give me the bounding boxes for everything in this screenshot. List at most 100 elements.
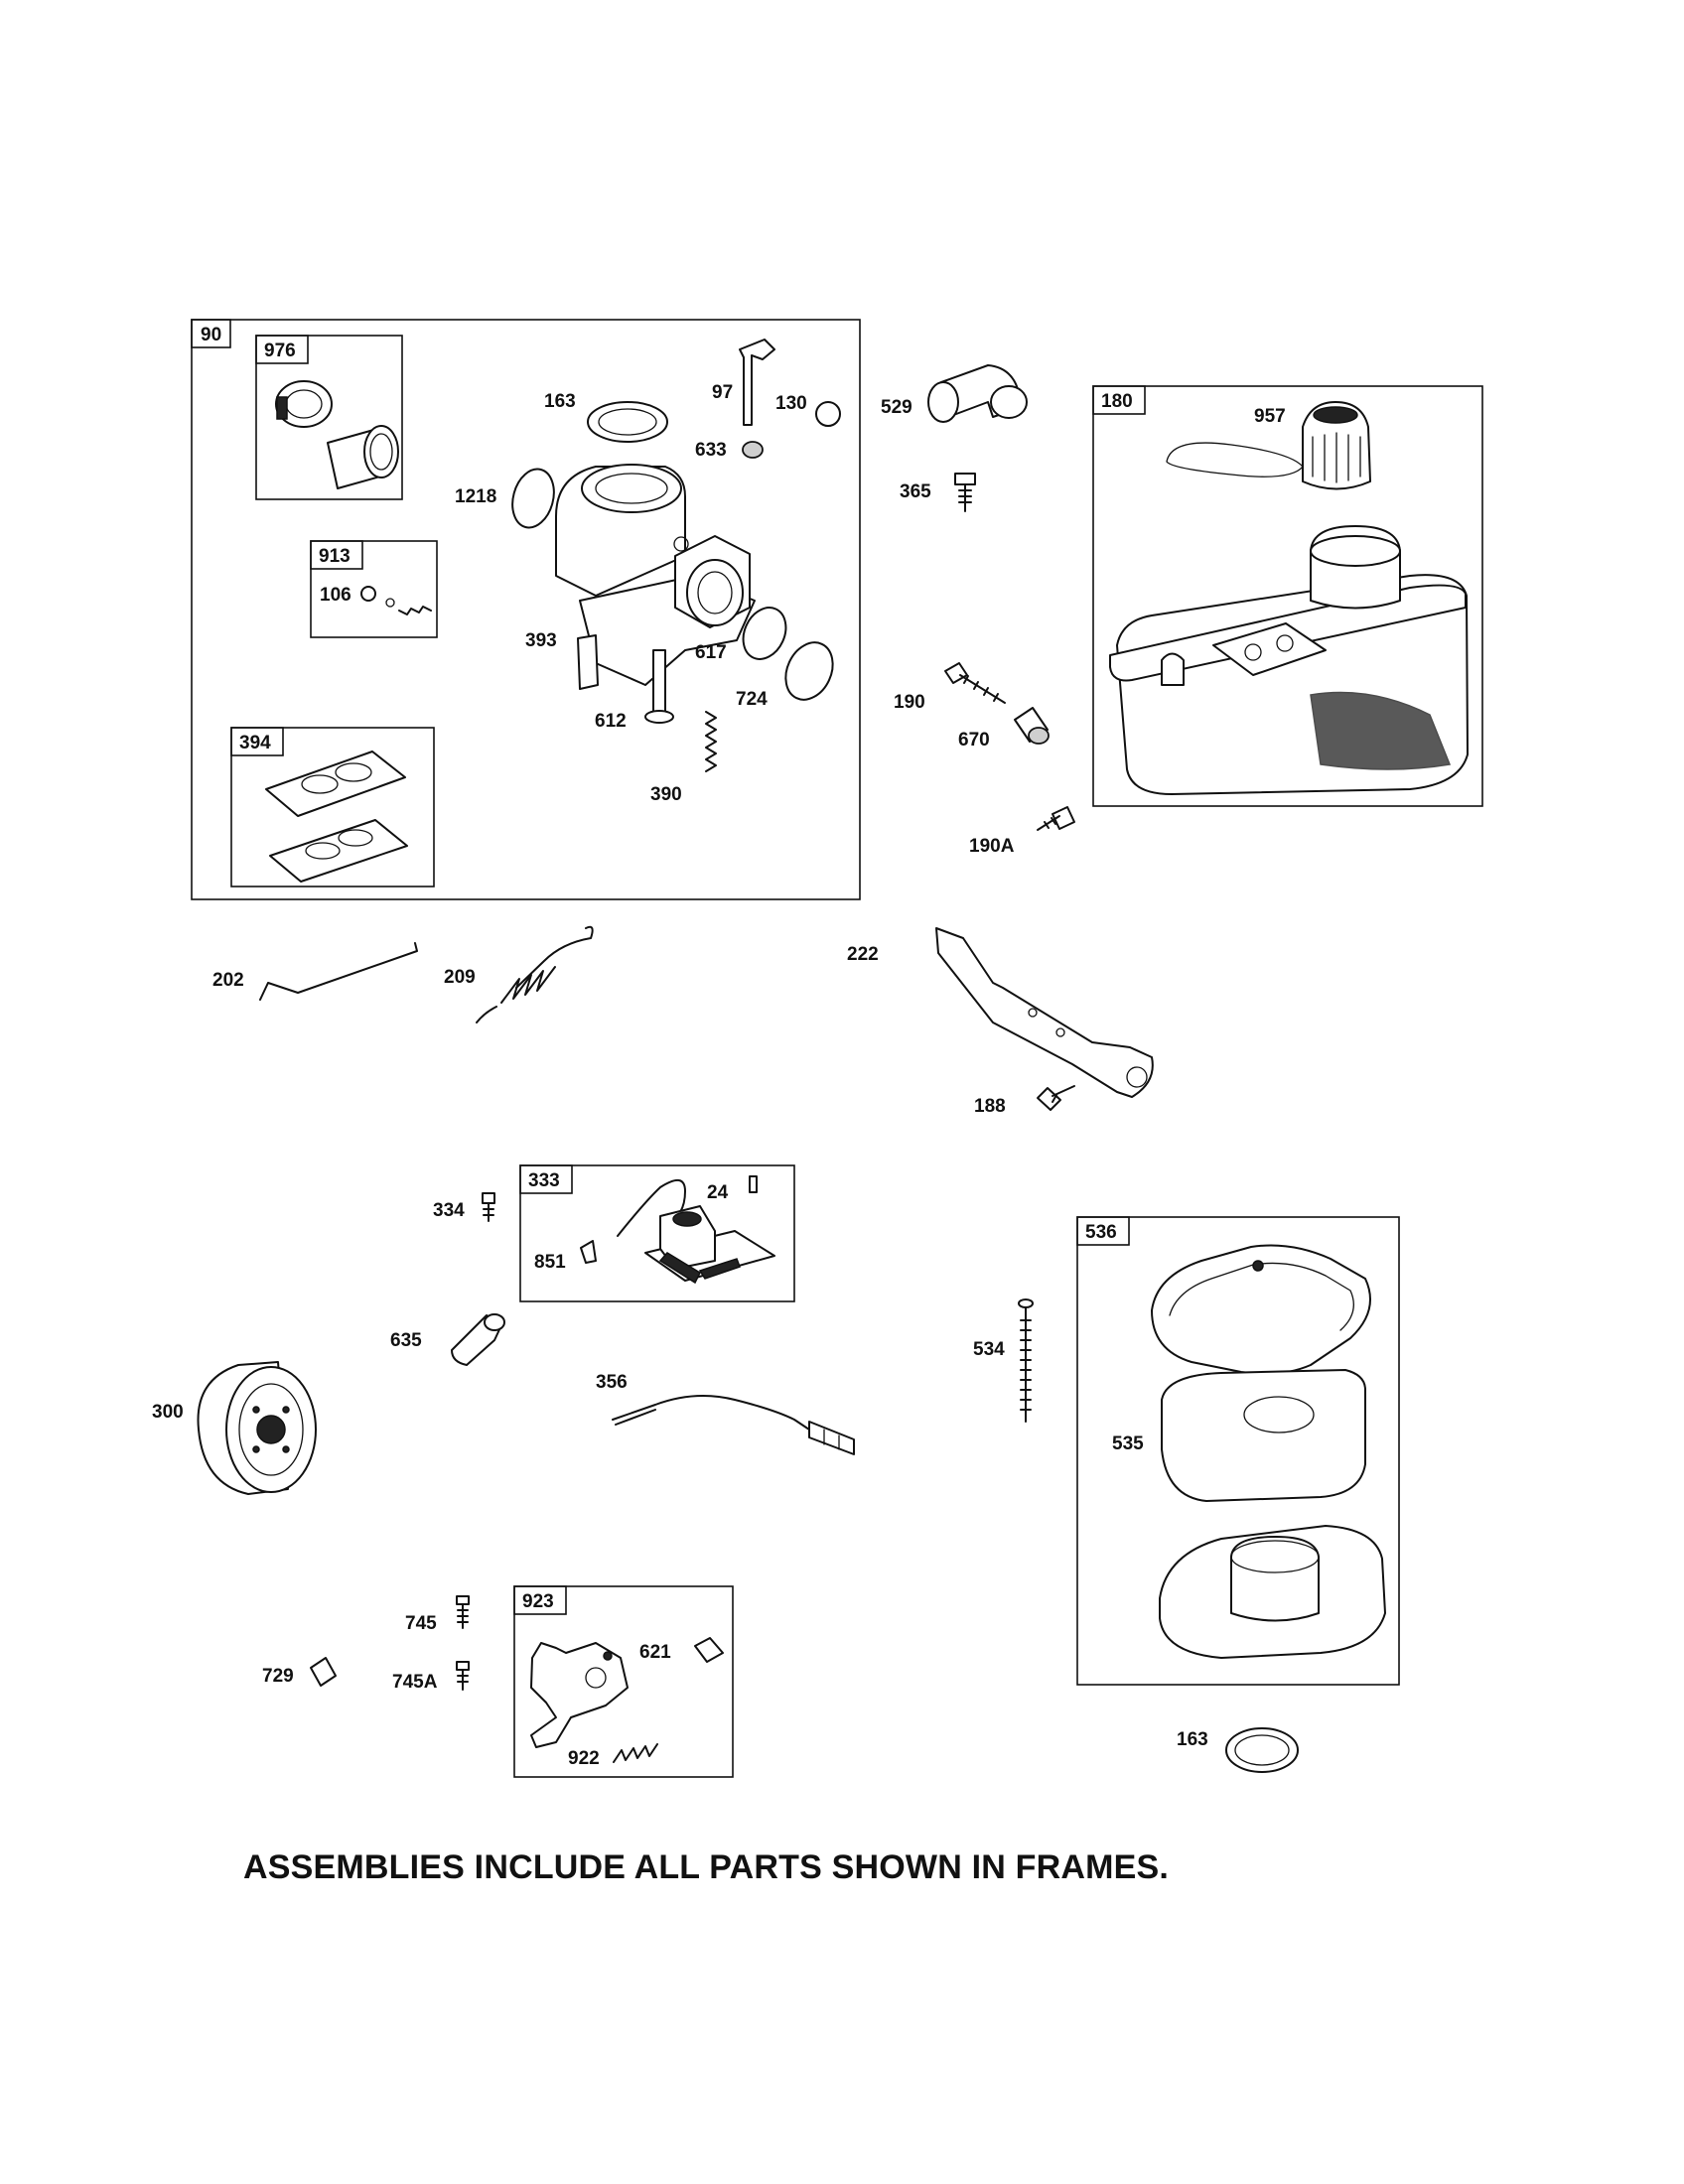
frame-394-border [230, 727, 435, 887]
part-label-106: 106 [320, 585, 351, 606]
governor-spring-209-graphic [476, 925, 594, 1024]
gasket-163-lower-graphic [1225, 1727, 1299, 1773]
frame-923-border [513, 1585, 734, 1778]
frame-976-label: 976 [264, 341, 296, 361]
frame-333: 333 24 851 [519, 1164, 795, 1302]
air-filter-base-graphic [1159, 1525, 1386, 1659]
part-label-393: 393 [525, 630, 557, 651]
frame-976-tab [255, 335, 309, 364]
frame-536-tab [1076, 1216, 1130, 1246]
needle-valve-graphic [360, 586, 376, 602]
part-label-617: 617 [695, 642, 727, 663]
frame-394-label: 394 [239, 733, 271, 753]
part-label-24: 24 [707, 1182, 729, 1203]
elbow-529-graphic [927, 364, 1028, 423]
part-label-188: 188 [974, 1096, 1006, 1117]
fuel-cap-957-graphic [1166, 401, 1371, 490]
part-label-163-lower: 163 [1177, 1729, 1208, 1750]
frame-913-border [310, 540, 438, 638]
part-label-670: 670 [958, 730, 990, 751]
part-label-97: 97 [712, 382, 733, 403]
assembly-note-text: ASSEMBLIES INCLUDE ALL PARTS SHOWN IN FR… [243, 1848, 1170, 1886]
frame-536-border [1076, 1216, 1400, 1686]
filter-element-535-graphic [1161, 1369, 1366, 1502]
throttle-shaft-97-graphic [739, 339, 775, 426]
part-label-621: 621 [639, 1642, 671, 1663]
o-ring-724-graphic [784, 641, 834, 701]
frame-90-border [191, 319, 861, 900]
frame-333-border [519, 1164, 795, 1302]
gasket-163-graphic [587, 401, 668, 443]
frame-923-tab [513, 1585, 567, 1615]
frame-913-tab [310, 540, 363, 570]
part-label-635: 635 [390, 1330, 422, 1351]
part-label-390: 390 [650, 784, 682, 805]
spring-graphic [398, 606, 432, 615]
part-label-957: 957 [1254, 406, 1286, 427]
wire-356-graphic [612, 1395, 855, 1455]
seal-633-graphic [742, 441, 764, 459]
frame-536: 536 [1076, 1216, 1400, 1686]
control-plate-graphic [530, 1642, 629, 1748]
part-label-612: 612 [595, 711, 627, 732]
part-label-922: 922 [568, 1748, 600, 1769]
diaphragm-gasket-graphic [265, 751, 408, 883]
float-393-graphic [577, 634, 599, 690]
part-label-724: 724 [736, 689, 768, 710]
frame-536-label: 536 [1085, 1222, 1117, 1243]
armature-coil-graphic [617, 1179, 775, 1285]
gasket-163-inner [598, 408, 657, 436]
part-label-729: 729 [262, 1666, 294, 1687]
part-label-534: 534 [973, 1339, 1005, 1360]
frame-913-label: 913 [319, 546, 351, 567]
carburetor-body-graphic [555, 464, 756, 724]
nozzle-635-graphic [451, 1313, 505, 1366]
screw-188-graphic [1037, 1085, 1075, 1111]
part-label-300: 300 [152, 1402, 184, 1423]
frame-923-label: 923 [522, 1591, 554, 1612]
part-label-365: 365 [900, 481, 931, 502]
screw-334-graphic [482, 1192, 495, 1222]
frame-976: 976 [255, 335, 403, 500]
governor-link-202-graphic [259, 942, 418, 1001]
part-label-745A: 745A [392, 1672, 438, 1693]
part-label-190A: 190A [969, 836, 1015, 857]
throttle-valve-130-graphic [815, 401, 841, 427]
frame-976-border [255, 335, 403, 500]
frame-90-label: 90 [201, 325, 221, 345]
part-label-633: 633 [695, 440, 727, 461]
bolt-190-graphic [944, 662, 1006, 704]
frame-394: 394 [230, 727, 435, 887]
part-label-190: 190 [894, 692, 925, 713]
screw-745A-graphic [456, 1661, 470, 1691]
screw-365-graphic [954, 473, 976, 512]
frame-333-tab [519, 1164, 573, 1194]
screw-745-graphic [456, 1595, 470, 1629]
part-label-745: 745 [405, 1613, 437, 1634]
spacer-670-graphic [1014, 707, 1050, 745]
part-label-222: 222 [847, 944, 879, 965]
frame-90-tab [191, 319, 231, 348]
spring-390-graphic [705, 711, 717, 772]
frame-180-label: 180 [1101, 391, 1133, 412]
part-label-209: 209 [444, 967, 476, 988]
part-label-130: 130 [775, 393, 807, 414]
screw-190A-graphic [1037, 806, 1075, 831]
frame-913: 913 106 [310, 540, 438, 638]
part-label-334: 334 [433, 1200, 465, 1221]
frame-180-tab [1092, 385, 1146, 415]
fuel-tank-graphic [1109, 525, 1469, 795]
bracket-222-graphic [935, 927, 1154, 1098]
part-label-529: 529 [881, 397, 912, 418]
pin-24-graphic [749, 1175, 758, 1193]
o-ring-1218-graphic [511, 468, 555, 529]
clip-621-graphic [694, 1637, 724, 1663]
frame-394-tab [230, 727, 284, 756]
o-ring-617-graphic [742, 607, 787, 660]
choke-shaft-seal-graphic [275, 380, 399, 489]
part-label-851: 851 [534, 1252, 566, 1273]
part-label-535: 535 [1112, 1433, 1144, 1454]
clip-729-graphic [310, 1657, 337, 1687]
gasket-163-lower-inner [1234, 1734, 1290, 1766]
